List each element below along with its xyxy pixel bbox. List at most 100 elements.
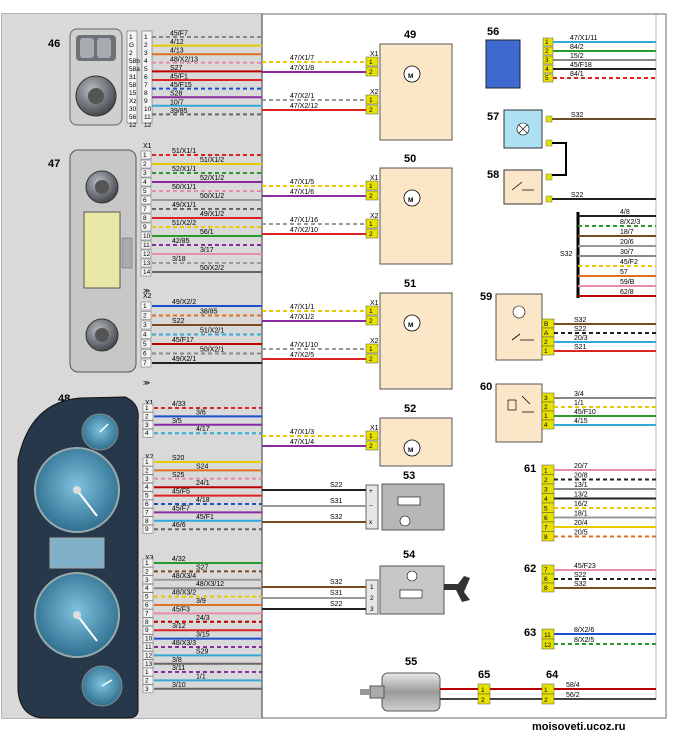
pin-label: Xz [129, 98, 137, 105]
wire-label: 52/X1/2 [200, 175, 224, 182]
indicator-lamp-icon [512, 305, 526, 319]
svg-text:4: 4 [143, 332, 147, 339]
svg-text:10: 10 [145, 636, 153, 643]
svg-text:2: 2 [145, 677, 149, 684]
wire-label: 50/X2/1 [200, 347, 224, 354]
component-46-number: 46 [48, 38, 60, 50]
svg-text:11: 11 [143, 242, 150, 249]
pin-label: 3 [544, 487, 548, 494]
component-number: 50 [404, 153, 416, 165]
wire-label: 45/F7 [172, 505, 190, 512]
wire-label: 13/1 [574, 482, 588, 489]
wire-label: 50/X2/2 [200, 265, 224, 272]
wire-label: 47/X1/8 [290, 65, 314, 72]
pin-label: 58a [129, 66, 140, 73]
wire-label: 45/F2 [620, 259, 638, 266]
pin-label: 1 [544, 413, 548, 420]
wire-label: 50/X1/1 [172, 184, 196, 191]
wire-label: 4/32 [172, 556, 186, 563]
pin-label: 4 [544, 422, 548, 429]
svg-text:9: 9 [145, 526, 149, 533]
wire-label: 3/11 [172, 665, 185, 672]
wire-label: 47/X2/1 [290, 93, 314, 100]
component-65-number: 65 [478, 669, 490, 681]
display-window [83, 211, 121, 289]
svg-text:9: 9 [145, 627, 149, 634]
wire-label: S22 [574, 572, 587, 579]
svg-text:2: 2 [369, 193, 373, 200]
pin-label: 5 [544, 506, 548, 513]
svg-text:6: 6 [144, 74, 148, 81]
wire-label: 13/2 [574, 492, 588, 499]
svg-text:x: x [369, 519, 373, 526]
svg-text:7: 7 [145, 509, 149, 516]
svg-text:6: 6 [145, 602, 149, 609]
wire-label: 45/F3 [172, 606, 190, 613]
connector-label: X2 [370, 89, 379, 96]
wire-label: S22 [172, 318, 185, 325]
pin-label: 2 [544, 697, 548, 704]
pin-label: 1 [544, 348, 548, 355]
svg-text:5: 5 [144, 66, 148, 73]
wire-label: 47/X1/11 [570, 35, 598, 42]
pin-label: 12 [129, 122, 137, 129]
svg-text:8: 8 [145, 518, 149, 525]
svg-text:+: + [369, 488, 373, 495]
svg-text:2: 2 [369, 231, 373, 238]
svg-text:2: 2 [545, 48, 549, 55]
component-57: 57 [487, 109, 553, 149]
wire-label: 3/8 [172, 657, 182, 664]
component-64-number: 64 [546, 669, 559, 681]
svg-text:1: 1 [370, 584, 374, 591]
wire-label: 48/X2/13 [170, 56, 198, 63]
component-55-number: 55 [405, 656, 417, 668]
svg-text:1: 1 [369, 308, 373, 315]
svg-text:2: 2 [369, 107, 373, 114]
wire-label: 3/12 [172, 623, 186, 630]
wire-label: 52/X1/1 [172, 166, 196, 173]
svg-text:4: 4 [143, 179, 147, 186]
wire-label: 3/5 [172, 418, 182, 425]
wire-label: 18/7 [620, 229, 634, 236]
svg-text:1: 1 [369, 97, 373, 104]
svg-text:3: 3 [145, 686, 149, 693]
pin-label: A [544, 330, 549, 337]
wire-label: 58/4 [566, 682, 580, 689]
svg-text:S32: S32 [560, 251, 573, 258]
wire-label: 47/X1/7 [290, 55, 314, 62]
wire-label: 20/6 [620, 239, 634, 246]
wire-label: 48/X3/12 [196, 581, 224, 588]
wire-label: 59/B [620, 279, 635, 286]
wire-label: 62/8 [620, 289, 634, 296]
wire-label: S31 [330, 590, 343, 597]
component-61: 61 1234567820/720/813/113/216/218/120/42… [524, 463, 656, 542]
wire-label: 20/7 [574, 463, 588, 470]
pin-label: 2 [544, 404, 548, 411]
svg-text:1: 1 [144, 34, 148, 41]
svg-text:S22: S22 [571, 192, 584, 199]
switch-58 [503, 169, 543, 205]
wire-label: 20/3 [574, 335, 588, 342]
svg-text:5: 5 [143, 188, 147, 195]
wire-label: 47/X1/1 [290, 304, 314, 311]
wire-label: 51/X1/2 [200, 157, 224, 164]
wire-label: 45/F5 [172, 489, 190, 496]
component-number: 49 [404, 29, 416, 41]
motor-55 [381, 672, 441, 712]
svg-text:1: 1 [481, 687, 485, 694]
wire-label: 48/X3/3 [172, 640, 196, 647]
wire-label: 24/1 [196, 480, 210, 487]
wire-label: 4/15 [574, 418, 588, 425]
svg-text:2: 2 [369, 443, 373, 450]
wire-label: 4/8 [620, 209, 630, 216]
connector-label: X2 [370, 338, 379, 345]
wire-label: 45/F23 [574, 563, 596, 570]
svg-text:1: 1 [145, 669, 149, 676]
wire-label: S32 [574, 581, 587, 588]
